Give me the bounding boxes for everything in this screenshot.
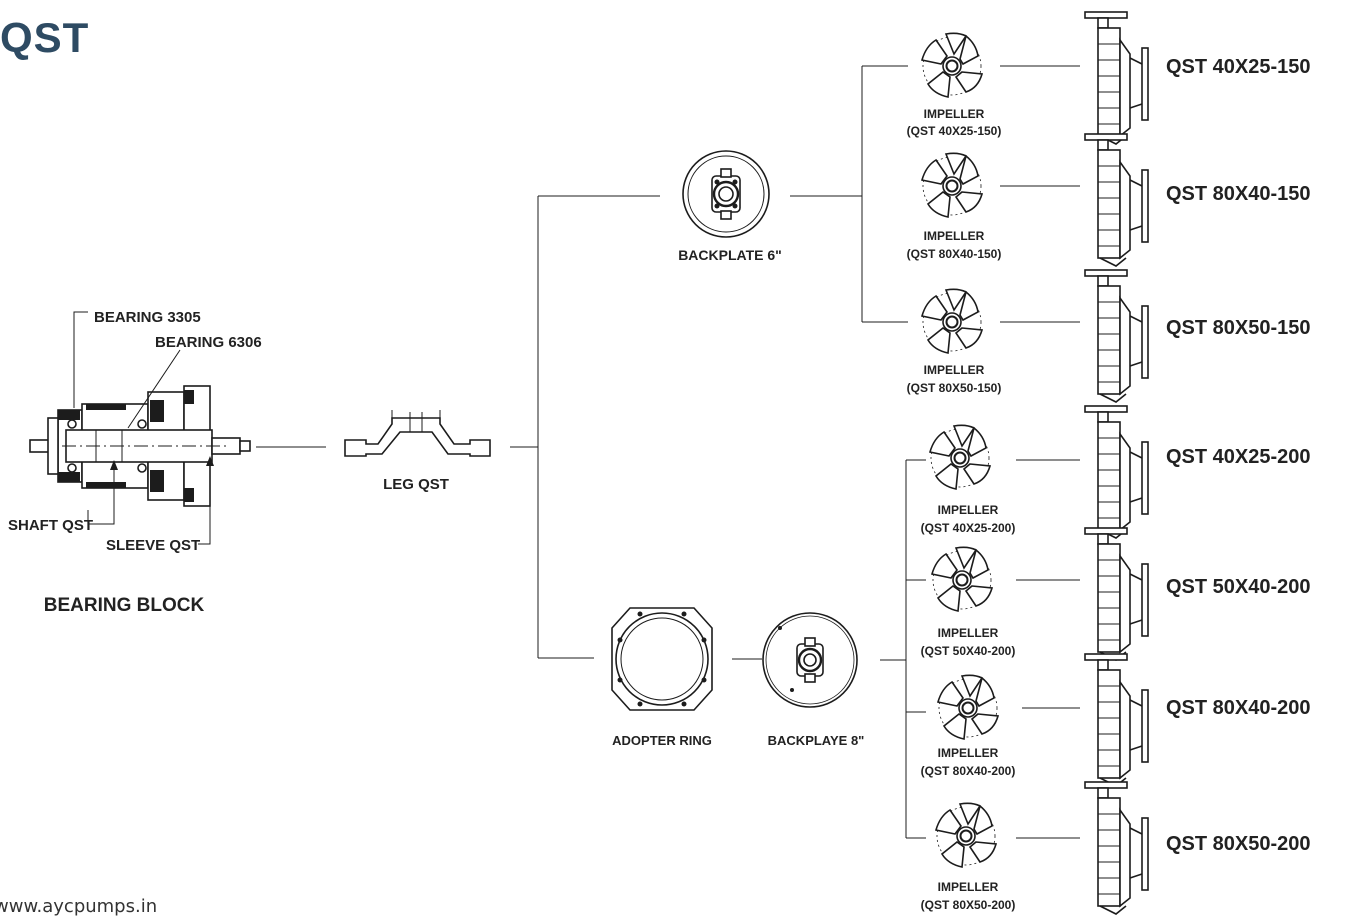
impeller-model: (QST 80X50-200) [921, 898, 1016, 912]
bearing-3305-label: BEARING 3305 [94, 309, 201, 326]
pump-icon [1084, 269, 1149, 403]
pump-icon [1084, 133, 1149, 267]
bearing-block-drawing [29, 311, 251, 545]
pump-model-label: QST 40X25-150 [1166, 56, 1311, 78]
impeller-label: IMPELLER [938, 746, 999, 760]
impeller-icon [935, 802, 997, 868]
website-footer: www.aycpumps.in [0, 896, 158, 917]
branch-6-row: IMPELLER (QST 40X25-150) QST 40X25-150 [907, 11, 1311, 145]
branch-8-row: IMPELLER (QST 80X50-200) QST 80X50-200 [921, 781, 1311, 915]
sleeve-label: SLEEVE QST [106, 537, 200, 554]
pump-model-label: QST 80X40-150 [1166, 183, 1311, 205]
impeller-model: (QST 80X40-200) [921, 764, 1016, 778]
impeller-icon [921, 152, 983, 218]
impeller-model: (QST 40X25-150) [907, 124, 1002, 138]
pump-model-label: QST 80X50-200 [1166, 833, 1311, 855]
pump-model-label: QST 50X40-200 [1166, 576, 1311, 598]
backplate-8-drawing [762, 612, 858, 708]
impeller-label: IMPELLER [938, 503, 999, 517]
branch-8-row: IMPELLER (QST 40X25-200) QST 40X25-200 [921, 405, 1311, 539]
impeller-model: (QST 80X50-150) [907, 381, 1002, 395]
impeller-model: (QST 80X40-150) [907, 247, 1002, 261]
bearing-block-heading: BEARING BLOCK [44, 595, 205, 616]
impeller-label: IMPELLER [924, 107, 985, 121]
bearing-6306-label: BEARING 6306 [155, 334, 262, 351]
pump-model-label: QST 80X50-150 [1166, 317, 1311, 339]
pump-icon [1084, 527, 1149, 661]
adopter-ring-label: ADOPTER RING [612, 733, 712, 748]
adopter-ring-drawing [611, 607, 713, 711]
page-title: QST [0, 14, 90, 61]
impeller-icon [937, 674, 999, 740]
impeller-label: IMPELLER [924, 229, 985, 243]
impeller-model: (QST 50X40-200) [921, 644, 1016, 658]
pump-icon [1084, 781, 1149, 915]
leg-label: LEG QST [383, 476, 449, 493]
backplate-6-label: BACKPLATE 6" [678, 247, 782, 263]
impeller-label: IMPELLER [938, 626, 999, 640]
impeller-label: IMPELLER [924, 363, 985, 377]
impeller-icon [931, 546, 993, 612]
leg-drawing [344, 410, 491, 457]
pump-icon [1084, 653, 1149, 787]
pump-icon [1084, 405, 1149, 539]
branch-6-row: IMPELLER (QST 80X40-150) QST 80X40-150 [907, 133, 1311, 267]
impeller-icon [921, 288, 983, 354]
branch-8-row: IMPELLER (QST 50X40-200) QST 50X40-200 [921, 527, 1311, 661]
backplate-8-label: BACKPLAYE 8" [768, 733, 865, 748]
branch-6-row: IMPELLER (QST 80X50-150) QST 80X50-150 [907, 269, 1311, 403]
pump-model-label: QST 80X40-200 [1166, 697, 1311, 719]
backplate-6-drawing [681, 149, 771, 239]
pump-icon [1084, 11, 1149, 145]
pump-model-label: QST 40X25-200 [1166, 446, 1311, 468]
impeller-label: IMPELLER [938, 880, 999, 894]
shaft-label: SHAFT QST [8, 517, 93, 534]
branch-8-row: IMPELLER (QST 80X40-200) QST 80X40-200 [921, 653, 1311, 787]
impeller-model: (QST 40X25-200) [921, 521, 1016, 535]
impeller-icon [929, 424, 991, 490]
impeller-icon [921, 32, 983, 98]
